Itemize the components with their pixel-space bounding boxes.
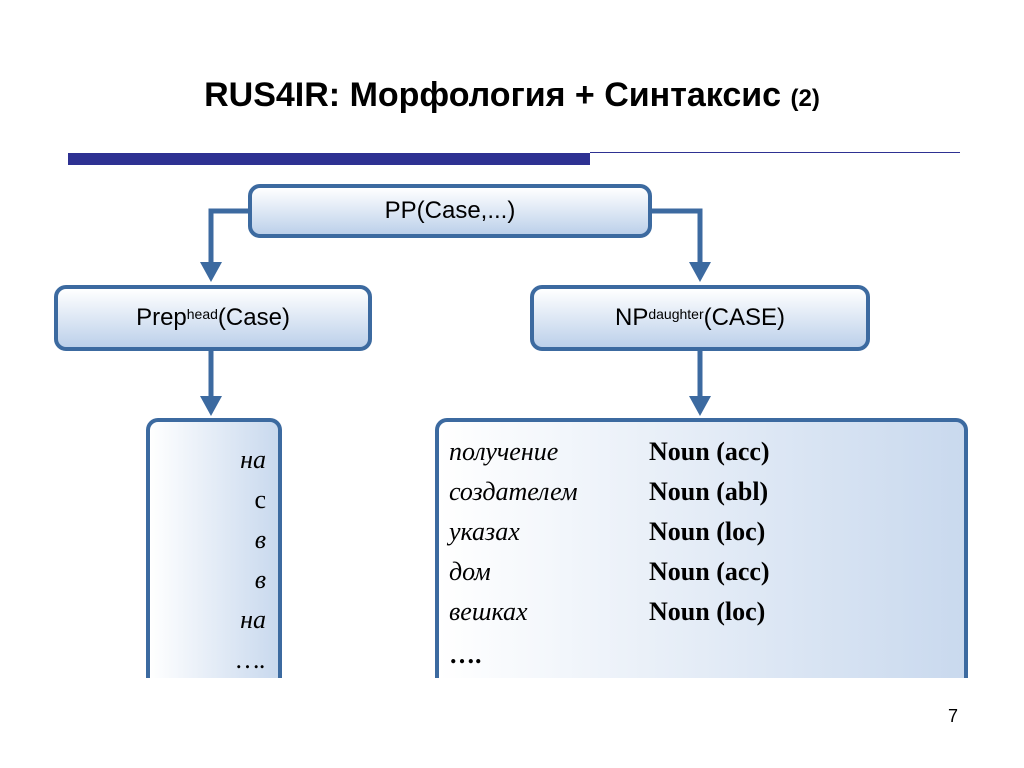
- arrowhead-root-to-np: [689, 262, 711, 282]
- node-np-rest: (CASE): [703, 304, 785, 331]
- noun-word: вешках: [449, 597, 528, 626]
- title-rule-thin: [590, 152, 960, 153]
- node-np-sup: daughter: [648, 306, 704, 322]
- prep-item: в: [254, 525, 266, 554]
- page-number: 7: [948, 706, 959, 726]
- prep-item: ….: [236, 645, 266, 674]
- noun-tag: Noun (loc): [649, 597, 766, 626]
- noun-tag: Noun (acc): [649, 437, 770, 466]
- noun-word: дом: [449, 557, 491, 586]
- noun-word: получение: [449, 437, 559, 466]
- node-pp: PP(Case,...): [248, 184, 652, 238]
- arrow-root-to-prep: [208, 208, 250, 264]
- title-rule-thick: [68, 153, 590, 165]
- prep-list-box: на с в в на ….: [146, 418, 282, 678]
- slide-title-text: RUS4IR: Морфология + Синтаксис: [204, 76, 782, 114]
- node-prep-sup: head: [186, 306, 218, 322]
- noun-word: создателем: [449, 477, 578, 506]
- noun-tag: Noun (abl): [649, 477, 769, 506]
- prep-item: на: [240, 605, 266, 634]
- noun-word: указах: [449, 517, 520, 546]
- node-prep-base: Prep: [136, 304, 187, 331]
- node-prep-rest: (Case): [217, 304, 290, 331]
- slide-title-suffix: (2): [790, 85, 820, 112]
- arrowhead-root-to-prep: [200, 262, 222, 282]
- node-pp-label: PP(Case,...): [384, 197, 516, 224]
- noun-list-box: получение Noun (acc) создателем Noun (ab…: [435, 418, 968, 678]
- noun-tag: Noun (acc): [649, 557, 770, 586]
- noun-tag: Noun (loc): [649, 517, 766, 546]
- arrow-root-to-np: [650, 208, 703, 264]
- prep-item: в: [254, 565, 266, 594]
- arrowhead-np-to-list: [689, 396, 711, 416]
- arrowhead-prep-to-list: [200, 396, 222, 416]
- prep-item: с: [254, 485, 266, 514]
- prep-item: на: [240, 445, 266, 474]
- prep-list: на с в в на ….: [236, 440, 266, 680]
- node-np-base: NP: [615, 304, 649, 331]
- noun-ellipsis: ….: [449, 640, 482, 669]
- slide-title: RUS4IR: Морфология + Синтаксис (2): [0, 76, 1024, 115]
